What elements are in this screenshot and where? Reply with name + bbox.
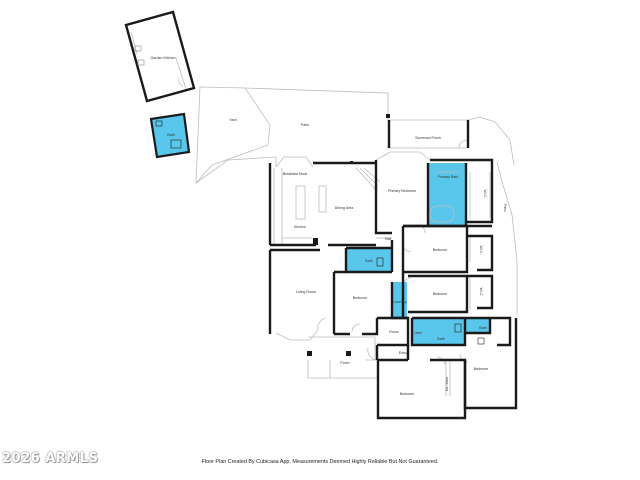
label-porch: Porch — [340, 361, 349, 365]
bay-window-breakfast — [275, 156, 314, 168]
label-kitchen: Kitchen — [294, 225, 306, 229]
bath-2-fill — [346, 248, 392, 272]
kitchen-island-2 — [318, 185, 327, 213]
main-house-walls — [268, 120, 518, 420]
label-bedroom-4: Bedroom — [433, 292, 448, 296]
label-wic-4: W.I.C. — [479, 288, 483, 297]
label-bath-4: Bath — [479, 326, 486, 330]
screened-porch-door-arc — [458, 139, 468, 149]
room-linen-fill — [412, 318, 425, 345]
fixtures — [307, 114, 485, 356]
detached-bath-fixture-2 — [155, 120, 163, 127]
garden-kitchen-door-arc — [177, 77, 184, 87]
primary-bath-walls — [426, 163, 468, 226]
label-hall: Hall — [385, 237, 391, 241]
label-living-room: Living Room — [296, 290, 316, 294]
bath-4-toilet — [477, 337, 485, 345]
stair-post — [386, 114, 390, 118]
label-room: Room — [389, 330, 399, 334]
detached-bath-fixture — [170, 139, 182, 149]
garden-kitchen-counter-2 — [175, 57, 187, 90]
primary-north-east — [430, 158, 494, 224]
detached-bath-room — [149, 112, 191, 159]
label-laundry: Laundry — [394, 300, 407, 304]
living-bay-window — [275, 329, 319, 341]
label-dining-area: Dining Area — [335, 206, 354, 210]
bath-3-toilet — [454, 323, 462, 333]
garden-kitchen-room — [124, 10, 196, 103]
bath-2-toilet — [376, 257, 384, 267]
primary-tub — [429, 205, 455, 223]
bedroom-2-door-arc — [402, 243, 412, 253]
label-entry: Entry — [399, 351, 408, 355]
label-stairs-note: Ext. Stairs — [445, 376, 449, 391]
garden-kitchen-appliance — [134, 45, 142, 52]
label-breakfast-nook: Breakfast Nook — [283, 172, 308, 176]
outdoor-outlines — [195, 86, 518, 379]
label-bath-3: Bath — [437, 337, 444, 341]
bath-3-fill — [425, 318, 465, 345]
yard-outline — [195, 86, 271, 185]
label-bedroom-3: Bedroom — [353, 296, 368, 300]
garden-kitchen-appliance-2 — [137, 59, 145, 66]
bath-4-fill — [466, 318, 490, 333]
wic-2-walls — [467, 234, 494, 272]
label-primary-bath: Primary Bath — [438, 175, 459, 179]
label-primary-bedroom: Primary Bedroom — [388, 189, 416, 193]
bedroom-4-walls — [408, 274, 469, 314]
bedroom-3-walls — [334, 270, 379, 336]
primary-bedroom-walls — [374, 160, 392, 235]
interior-thin-lines — [273, 139, 491, 396]
garden-kitchen-structure — [124, 10, 196, 103]
side-patio-outline — [496, 161, 518, 315]
kitchen-island — [295, 185, 306, 220]
dining-post — [350, 161, 353, 164]
label-wic-primary: W.I.C. — [483, 190, 487, 199]
garden-kitchen-counter — [130, 31, 138, 55]
front-walk-outline — [307, 360, 378, 379]
bedroom-2-walls — [403, 224, 469, 274]
bath-row-walls — [410, 316, 492, 347]
label-linen: Linen — [414, 331, 422, 335]
front-porch-outline — [308, 336, 376, 361]
room-walls — [377, 316, 410, 347]
primary-bath-fill — [428, 163, 466, 226]
label-wic-2: W.I.C. — [479, 246, 483, 255]
label-bath-small: Bath — [167, 133, 174, 137]
primary-bedroom-bay — [375, 151, 431, 161]
patio-outline — [244, 87, 515, 166]
label-bedroom-6: Bedroom — [474, 367, 489, 371]
living-door-arc — [317, 317, 327, 331]
label-bedroom-5: Bedroom — [400, 392, 415, 396]
label-garden-kitchen: Garden Kitchen — [151, 56, 176, 60]
label-patio-side: Patio — [503, 204, 507, 211]
detached-bath-structure — [149, 112, 191, 159]
front-column-left — [307, 351, 312, 356]
bedroom-3-door-arc — [351, 323, 361, 333]
bedroom-5-walls — [376, 358, 467, 420]
east-wing-walls — [490, 316, 512, 347]
footer-note: Floor Plan Created By Cubicasa App. Meas… — [201, 459, 439, 465]
wic-4-walls — [467, 274, 494, 310]
front-column-right — [346, 351, 351, 356]
label-screened-porch: Screened Porch — [415, 136, 441, 140]
entry-walls — [375, 345, 410, 360]
kitchen-range — [313, 238, 318, 245]
label-bedroom-2: Bedroom — [433, 248, 448, 252]
patio-lower-outline — [195, 156, 277, 184]
label-bath-2: Bath — [365, 259, 372, 263]
room-labels: Garden Kitchen Bath Yard Patio Screened … — [151, 56, 507, 396]
wet-room-fills — [346, 163, 490, 345]
watermark-text: 2026 ARMLS — [2, 451, 99, 466]
bedroom-6-walls — [463, 318, 518, 410]
screened-porch-walls — [387, 120, 470, 148]
label-patio-rear: Patio — [301, 123, 309, 127]
label-yard: Yard — [229, 118, 236, 122]
